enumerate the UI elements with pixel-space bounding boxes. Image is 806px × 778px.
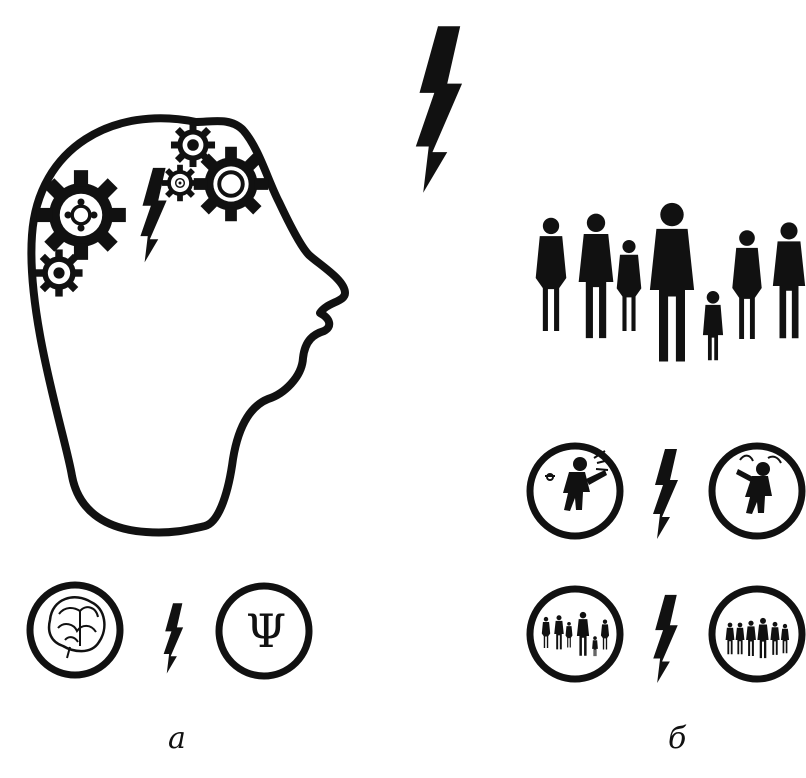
- gear-icon: [194, 147, 268, 221]
- conflict-left-circle: [530, 446, 620, 536]
- conflict-right-circle: [712, 446, 802, 536]
- lightning-bolt-icon: [416, 26, 462, 193]
- group-left-circle: [530, 589, 620, 679]
- gear-icon: [162, 165, 198, 201]
- gear-icon: [36, 170, 126, 260]
- lightning-bolt-icon: [164, 603, 184, 673]
- gear-icon: [35, 249, 82, 296]
- lightning-bolt-icon: [653, 449, 678, 539]
- brain-circle: [30, 585, 120, 675]
- group-right-circle: [712, 589, 802, 679]
- lightning-bolt-icon: [653, 595, 678, 683]
- panel-label-b: б: [668, 724, 686, 754]
- panel-label-a: а: [168, 724, 186, 754]
- people-group: [536, 203, 805, 362]
- psi-letter-icon: Ψ: [241, 606, 291, 656]
